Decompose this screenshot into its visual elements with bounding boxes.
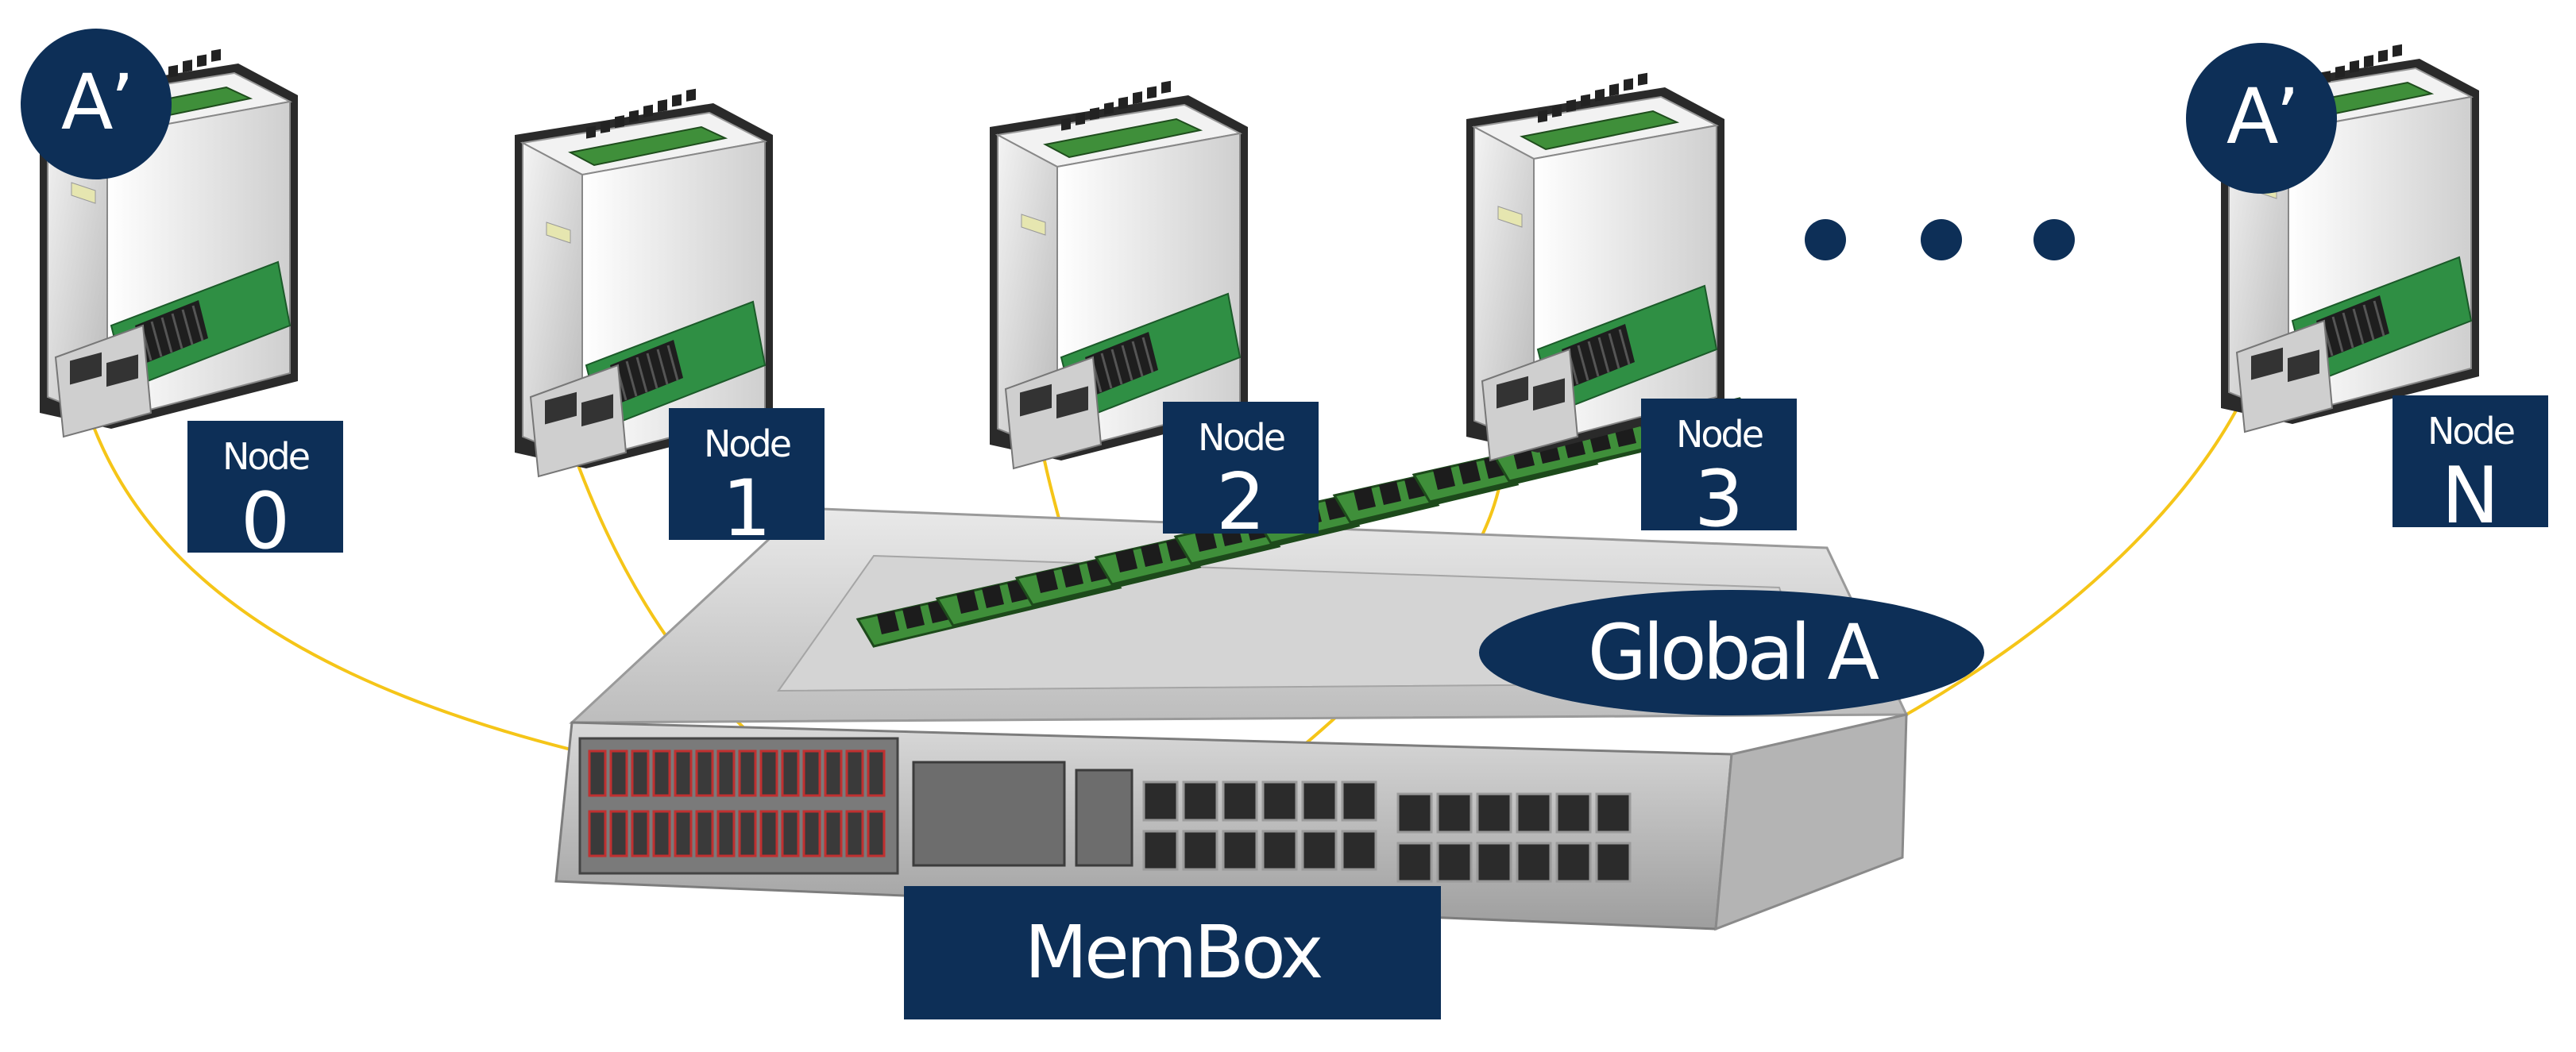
node-3-label: Node [1675,413,1764,456]
membox-label: MemBox [904,886,1441,1019]
ellipsis-dot [1805,219,1846,260]
node-3-label-box: Node 3 [1641,399,1797,538]
node-0-number: 0 [240,476,291,567]
server-nodes [40,44,2479,478]
node-n-a-prime-badge: A’ [2186,43,2337,194]
node-3-number: 3 [1694,454,1744,545]
node-n-label: Node [2427,410,2516,453]
node-2-number: 2 [1215,457,1266,548]
ellipsis-dot [2033,219,2075,260]
node-1-label: Node [703,422,792,465]
node-n-label-box: Node N [2393,395,2548,535]
server-icon [1466,72,1724,462]
node-0-a-prime-badge: A’ [21,29,172,179]
node-2-label-box: Node 2 [1163,402,1319,541]
node-2-label: Node [1197,416,1286,459]
server-icon [990,80,1248,470]
global-a-label: Global A [1479,590,1984,715]
server-icon [515,88,773,478]
ellipsis-dot [1921,219,1962,260]
node-1-label-box: Node 1 [669,408,825,548]
node-0-label-box: Node 0 [187,421,343,561]
node-1-number: 1 [721,464,772,554]
node-0-label: Node [222,435,311,478]
node-n-number: N [2441,451,2500,541]
